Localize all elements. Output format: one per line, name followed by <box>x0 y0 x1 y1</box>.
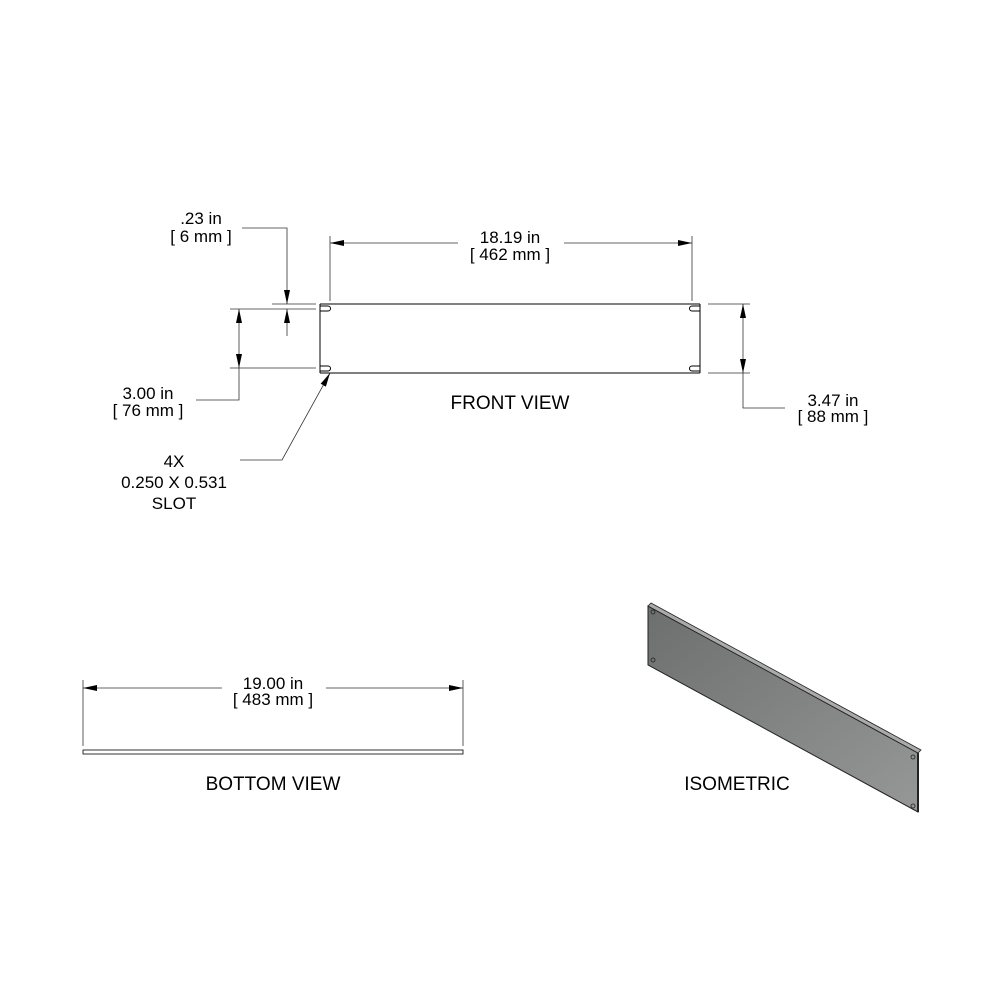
height-dimension: 3.47 in [ 88 mm ] <box>708 303 869 426</box>
slot-spacing-mm: [ 76 mm ] <box>113 401 184 420</box>
slot-spacing-dimension: 3.00 in [ 76 mm ] <box>113 309 316 420</box>
width-in: 18.19 in <box>480 228 541 247</box>
slot-note-type: SLOT <box>152 494 196 513</box>
bottom-width-in: 19.00 in <box>243 674 304 693</box>
flange-mm: [ 6 mm ] <box>170 227 231 246</box>
flange-in: .23 in <box>180 209 222 228</box>
flange-dimension: .23 in [ 6 mm ] <box>170 209 316 336</box>
width-mm: [ 462 mm ] <box>470 245 550 264</box>
slot-note-qty: 4X <box>164 452 185 471</box>
bottom-view: 19.00 in [ 483 mm ] BOTTOM VIEW <box>82 674 464 795</box>
height-mm: [ 88 mm ] <box>798 407 869 426</box>
slot-note-size: 0.250 X 0.531 <box>121 473 227 492</box>
front-view-panel <box>319 303 701 374</box>
isometric-view: ISOMETRIC <box>647 602 922 813</box>
isometric-label: ISOMETRIC <box>684 774 790 795</box>
width-dimension-front: 18.19 in [ 462 mm ] <box>329 228 693 301</box>
bottom-view-label: BOTTOM VIEW <box>206 774 341 795</box>
bottom-width-mm: [ 483 mm ] <box>233 690 313 709</box>
height-in: 3.47 in <box>807 391 858 410</box>
slot-callout: 4X 0.250 X 0.531 SLOT <box>121 372 331 513</box>
slot-spacing-in: 3.00 in <box>122 384 173 403</box>
front-view-label: FRONT VIEW <box>451 393 570 414</box>
